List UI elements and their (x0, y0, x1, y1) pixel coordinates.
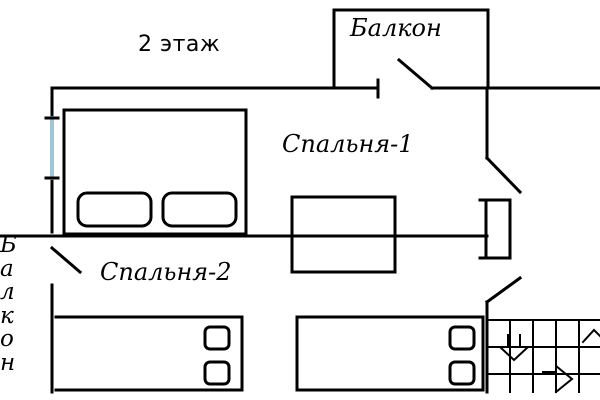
staircase (486, 319, 600, 394)
bedroom-1-label: Спальня-1 (282, 130, 414, 158)
balcony-top (332, 8, 490, 91)
wardrobe (478, 198, 512, 260)
balcony-side-letter: н (0, 349, 16, 376)
balcony-door-swing (396, 57, 435, 91)
balcony-side-letter: а (0, 255, 14, 282)
double-bed (62, 108, 248, 236)
bedroom2-door-swing (49, 245, 83, 275)
balcony-side-letter: к (0, 302, 14, 329)
balcony-top-label: Балкон (350, 14, 442, 42)
balcony-side-letter: Б (0, 232, 17, 258)
arrow-down-icon (497, 334, 531, 362)
balcony-side-letter: л (0, 279, 15, 305)
door-swing-lower (484, 275, 523, 305)
door-swing-upper (484, 155, 523, 195)
table (290, 195, 397, 274)
single-bed-right (295, 315, 485, 392)
balcony-side-letter: о (0, 326, 14, 352)
floor-label: 2 этаж (138, 32, 221, 57)
arrow-right-icon (542, 363, 574, 394)
arrow-up-icon (581, 328, 600, 344)
bedroom-2-label: Спальня-2 (100, 258, 232, 286)
left-window (44, 116, 60, 180)
balcony-side-label: Б а л к о н (0, 232, 22, 376)
single-bed-left (54, 315, 244, 392)
outer-walls (50, 78, 600, 394)
partition-wall (0, 234, 489, 275)
